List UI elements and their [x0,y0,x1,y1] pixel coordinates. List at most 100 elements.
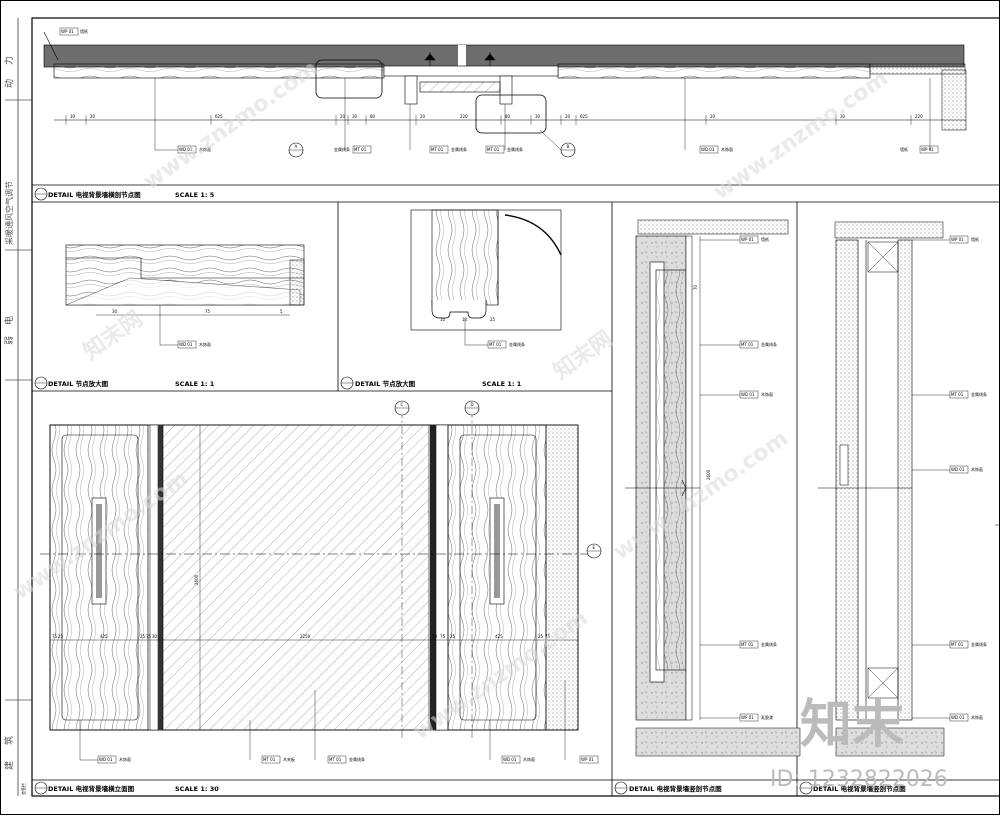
caption-detail-left: DETAIL 节点放大图 [48,379,109,388]
dim-label: 30 [535,114,541,119]
svg-text:MT 01: MT 01 [354,147,367,152]
tag-elev-3: MT 01 金属线条 [314,690,365,764]
dim-label: 425 [100,634,108,639]
side-label: 采暖通风空气调节 [4,181,14,245]
svg-text:30: 30 [112,309,118,314]
tag-elev-2: MT 01 木夹板 [249,720,295,764]
svg-text:SCALE 1: 30: SCALE 1: 30 [175,785,219,793]
dim-label: 80 [505,114,511,119]
dim-label: 425 [495,634,503,639]
svg-text:木饰面: 木饰面 [119,756,131,762]
svg-text:75: 75 [205,309,211,314]
svg-text:金属线条: 金属线条 [971,641,987,647]
svg-text:WD 01: WD 01 [951,715,965,720]
svg-text:金属线条: 金属线条 [507,146,523,152]
detail-mid: 10 10 25 MT 01 金属线条 DETAIL 节点放大图 SCALE 1… [340,209,562,390]
svg-text:乳胶漆: 乳胶漆 [761,714,773,720]
tag-top-2: MT 01 金属线条 [334,78,372,154]
svg-text:10: 10 [462,317,468,322]
section-marker-a: A [288,142,304,158]
svg-text:2600: 2600 [194,574,199,585]
svg-text:WD 01: WD 01 [99,757,113,762]
svg-text:WD 01: WD 01 [503,757,517,762]
svg-text:金属线条: 金属线条 [349,756,365,762]
dim-label: 2250 [300,634,311,639]
svg-text:墙纸: 墙纸 [971,236,979,242]
panel-left [53,63,385,79]
section-marker-c: C [394,400,410,416]
svg-text:D: D [471,402,474,407]
svg-text:木饰面: 木饰面 [199,146,211,152]
section-marker-b: B [539,129,576,158]
tag-top-1: WD 01 木饰面 [154,78,211,154]
side-label: 筑 [3,736,15,745]
tag-elev-5: WP 01 [564,680,599,764]
svg-text:MT 01: MT 01 [951,642,964,647]
svg-text:木饰面: 木饰面 [523,756,535,762]
slab-gap [458,45,466,67]
side-label: 动 [4,79,15,88]
svg-text:2600: 2600 [706,469,711,480]
tag-top-5: WD 01 木饰面 [684,78,733,154]
dim-label: 30 [152,634,158,639]
svg-text:木夹板: 木夹板 [283,756,295,762]
dim-label: 30 [840,114,846,119]
dim-label: 75 [440,634,446,639]
id-label: ID: 1232822026 [770,767,948,792]
svg-text:MT 01: MT 01 [489,342,502,347]
dim-label: 220 [460,114,468,119]
detail-left: 30 75 5 WD 01 木饰面 DETAIL 节点放大图 SCALE 1: … [34,244,305,390]
dim-label: 625 [580,114,588,119]
svg-text:WD 01: WD 01 [951,467,965,472]
svg-text:DETAIL 电视背景墙横剖节点图: DETAIL 电视背景墙横剖节点图 [48,190,141,199]
svg-text:MT 01: MT 01 [741,342,754,347]
side-label: 电 [3,316,15,325]
svg-text:木饰面: 木饰面 [721,146,733,152]
svg-text:SCALE 1: 5: SCALE 1: 5 [175,191,215,199]
panel-right [557,63,871,79]
svg-text:WP 01: WP 01 [951,237,964,242]
panel-dividers [32,184,1000,796]
svg-text:MT 01: MT 01 [951,392,964,397]
svg-text:木饰面: 木饰面 [971,466,983,472]
dim-label: 20 [420,114,426,119]
side-label: 弱 [4,336,15,345]
dim-label: 75 [545,634,551,639]
svg-text:墙纸: 墙纸 [761,236,769,242]
svg-text:WD 01: WD 01 [741,392,755,397]
svg-text:墙纸: 墙纸 [80,28,88,34]
dim-label: 220 [915,114,923,119]
caption-elevation: DETAIL 电视背景墙横立面图 [48,784,135,793]
svg-text:木饰面: 木饰面 [971,714,983,720]
dim-label: 30 [432,634,438,639]
side-label: 力 [3,56,15,65]
dim-label: 625 [215,114,223,119]
vertical-section-2: WP 01 墙纸 MT 01 金属线条 WD 01 木饰面 MT 01 金属线条… [799,221,987,795]
svg-text:WP 01: WP 01 [581,757,594,762]
dim-label: 25 [58,634,64,639]
svg-text:WD 01: WD 01 [179,147,193,152]
dim-label: 20 [340,114,346,119]
caption-section: DETAIL 电视背景墙竖剖节点图 [629,784,722,793]
tags-section-2: WP 01 墙纸 MT 01 金属线条 WD 01 木饰面 MT 01 金属线条… [912,235,987,722]
section-marker-d: D [464,400,480,416]
dim-label: 30 [352,114,358,119]
tag-top-4: MT 01 金属线条 [485,104,523,154]
tag-elev-1: WD 01 木饰面 [79,720,131,764]
svg-text:金属线条: 金属线条 [451,146,467,152]
dim-label: 75 [146,634,152,639]
panel-end [869,63,966,75]
svg-text:WD 01: WD 01 [179,342,193,347]
callout-box [475,94,547,134]
svg-text:MT 01: MT 01 [431,147,444,152]
caption-detail-mid: DETAIL 节点放大图 [355,379,416,388]
dim-label: 20 [710,114,716,119]
svg-text:C: C [401,402,404,407]
drawing-frame [31,17,1000,797]
svg-text:E: E [593,545,596,550]
tag-top-7: WP 01 墙纸 [59,27,88,36]
